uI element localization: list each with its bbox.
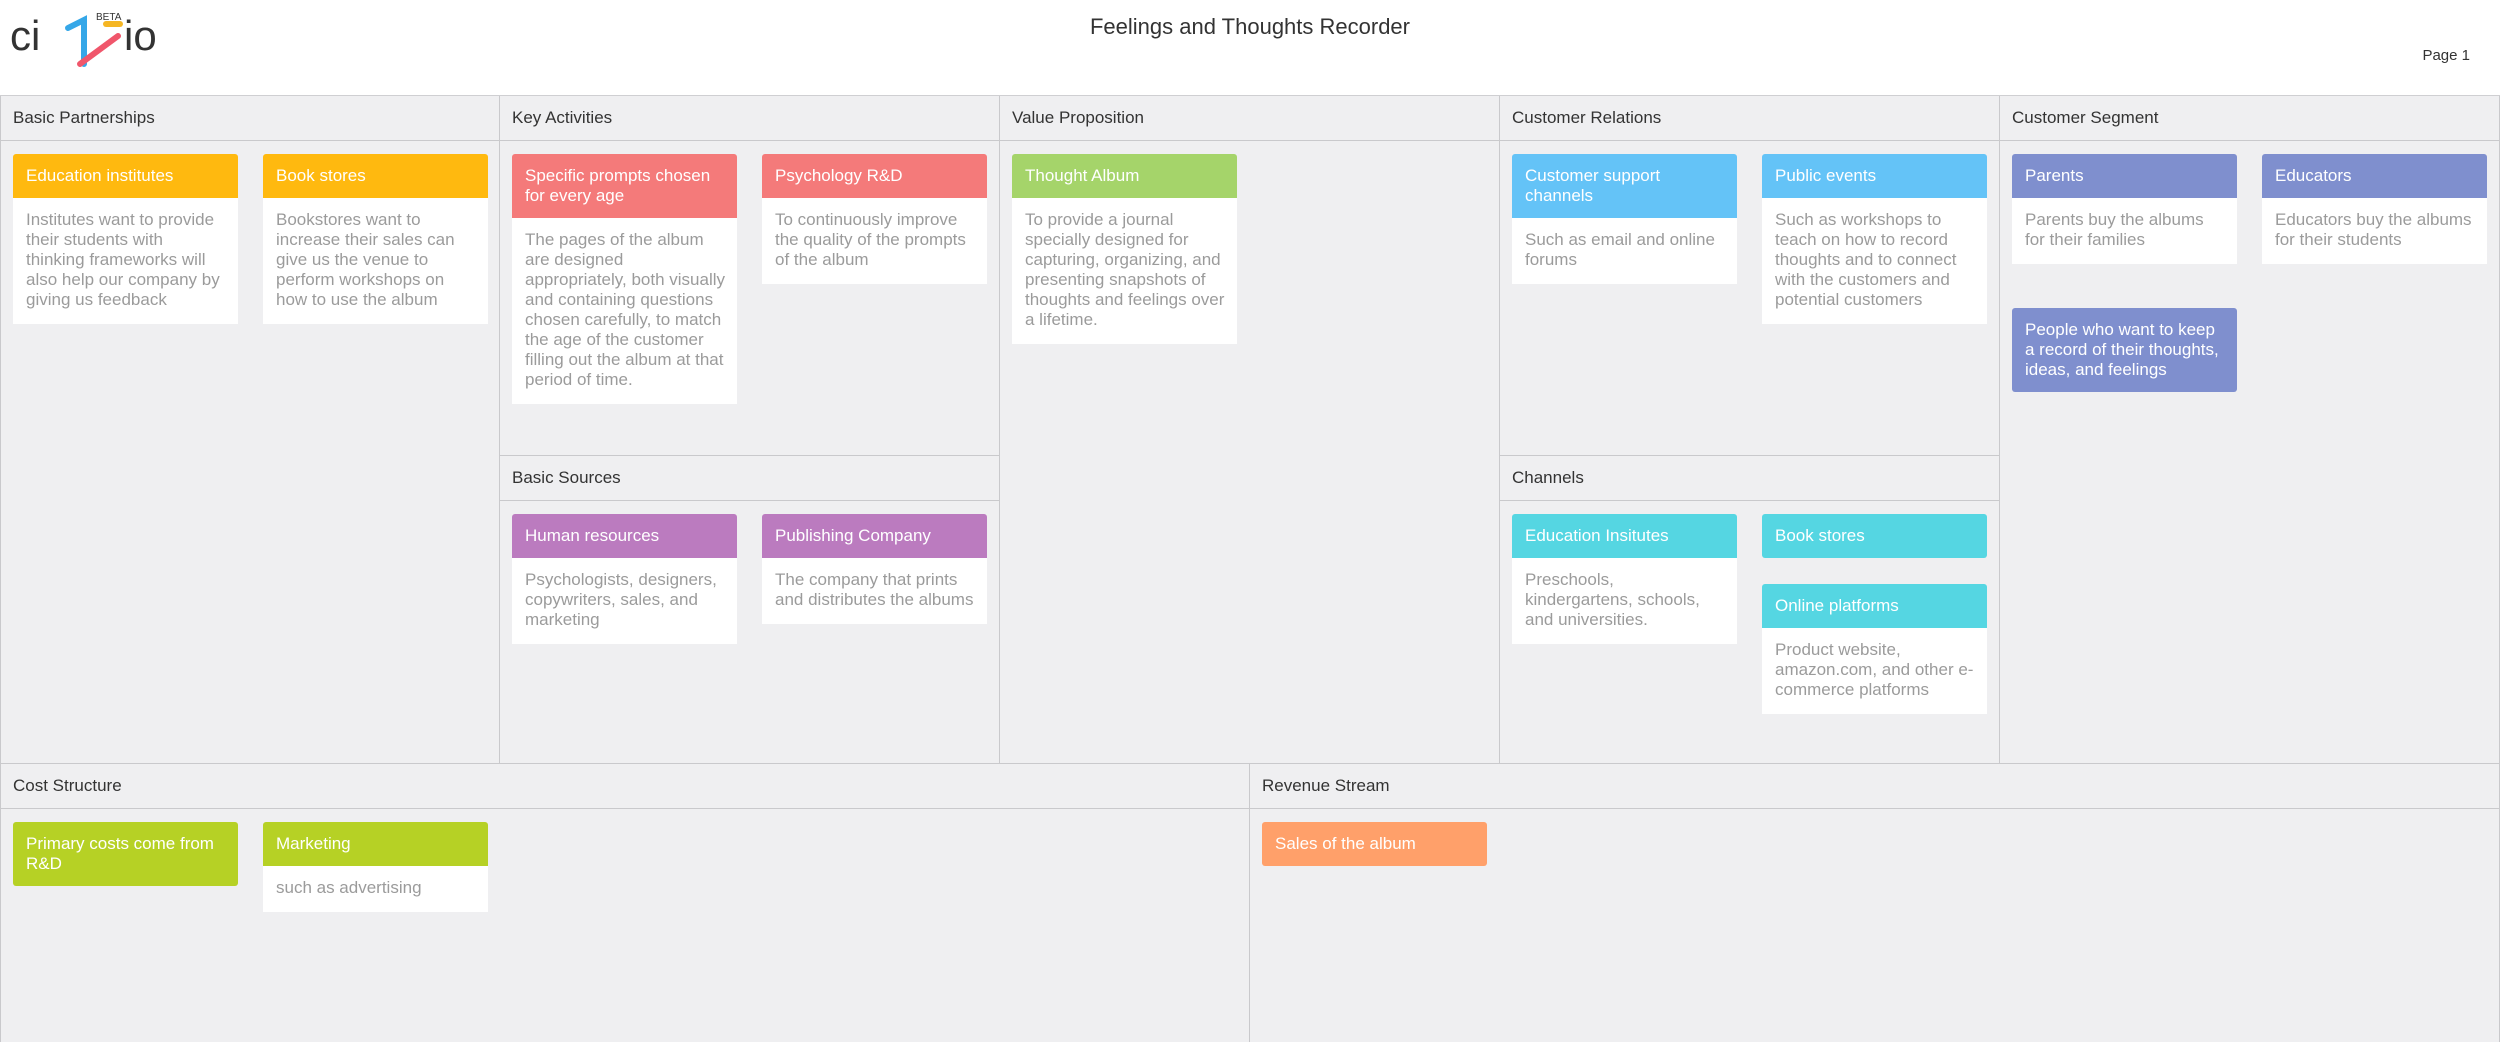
note-education-insitutes[interactable]: Education Insitutes Preschools, kinderga… — [1512, 514, 1737, 644]
section-customer-segment: Customer Segment Parents Parents buy the… — [2000, 96, 2500, 764]
note-publishing-company[interactable]: Publishing Company The company that prin… — [762, 514, 987, 624]
note-title: Customer support channels — [1512, 154, 1737, 218]
note-primary-costs[interactable]: Primary costs come from R&D — [13, 822, 238, 886]
section-basic-sources: Basic Sources Human resources Psychologi… — [500, 456, 1000, 764]
note-marketing[interactable]: Marketing such as advertising — [263, 822, 488, 912]
note-human-resources[interactable]: Human resources Psychologists, designers… — [512, 514, 737, 644]
note-body: Institutes want to provide their student… — [13, 198, 238, 324]
section-value-proposition: Value Proposition Thought Album To provi… — [1000, 96, 1500, 764]
note-title: Educators — [2262, 154, 2487, 198]
note-educators[interactable]: Educators Educators buy the albums for t… — [2262, 154, 2487, 264]
note-body: Parents buy the albums for their familie… — [2012, 198, 2237, 264]
note-body: Such as email and online forums — [1512, 218, 1737, 284]
svg-text:ci: ci — [10, 12, 40, 59]
cizio-logo-icon: ci io BETA — [10, 12, 157, 67]
note-title: Book stores — [263, 154, 488, 198]
note-body: such as advertising — [263, 866, 488, 912]
note-record-keepers[interactable]: People who want to keep a record of thei… — [2012, 308, 2237, 392]
note-thought-album[interactable]: Thought Album To provide a journal speci… — [1012, 154, 1237, 344]
note-title: Public events — [1762, 154, 1987, 198]
svg-text:io: io — [124, 12, 157, 59]
note-body: Psychologists, designers, copywriters, s… — [512, 558, 737, 644]
section-cost-structure: Cost Structure Primary costs come from R… — [0, 764, 1250, 1042]
note-title: Online platforms — [1762, 584, 1987, 628]
note-title: Human resources — [512, 514, 737, 558]
section-key-activities: Key Activities Specific prompts chosen f… — [500, 96, 1000, 456]
section-title: Cost Structure — [1, 764, 1249, 809]
note-channel-book-stores[interactable]: Book stores — [1762, 514, 1987, 558]
app-logo[interactable]: ci io BETA — [10, 6, 190, 76]
note-body: Such as workshops to teach on how to rec… — [1762, 198, 1987, 324]
note-title: Specific prompts chosen for every age — [512, 154, 737, 218]
note-title: Primary costs come from R&D — [13, 822, 238, 886]
section-title: Value Proposition — [1000, 96, 1499, 141]
note-body: The company that prints and distributes … — [762, 558, 987, 624]
note-body: Educators buy the albums for their stude… — [2262, 198, 2487, 264]
section-title: Customer Segment — [2000, 96, 2499, 141]
section-customer-relations: Customer Relations Customer support chan… — [1500, 96, 2000, 456]
note-parents[interactable]: Parents Parents buy the albums for their… — [2012, 154, 2237, 264]
note-title: Education Insitutes — [1512, 514, 1737, 558]
note-title: Book stores — [1762, 514, 1987, 558]
note-book-stores[interactable]: Book stores Bookstores want to increase … — [263, 154, 488, 324]
note-title: Marketing — [263, 822, 488, 866]
document-title: Feelings and Thoughts Recorder — [1089, 14, 1410, 39]
note-title: People who want to keep a record of thei… — [2012, 308, 2237, 392]
note-body: To continuously improve the quality of t… — [762, 198, 987, 284]
section-title: Basic Partnerships — [1, 96, 499, 141]
note-body: The pages of the album are designed appr… — [512, 218, 737, 404]
page-indicator: Page 1 — [2422, 47, 2470, 64]
note-body: Bookstores want to increase their sales … — [263, 198, 488, 324]
section-revenue-stream: Revenue Stream Sales of the album — [1250, 764, 2500, 1042]
note-body: Preschools, kindergartens, schools, and … — [1512, 558, 1737, 644]
note-title: Thought Album — [1012, 154, 1237, 198]
note-title: Parents — [2012, 154, 2237, 198]
section-title: Channels — [1500, 456, 1999, 501]
section-title: Revenue Stream — [1250, 764, 2499, 809]
section-title: Key Activities — [500, 96, 999, 141]
note-psychology-rd[interactable]: Psychology R&D To continuously improve t… — [762, 154, 987, 284]
note-specific-prompts[interactable]: Specific prompts chosen for every age Th… — [512, 154, 737, 404]
note-title: Education institutes — [13, 154, 238, 198]
note-online-platforms[interactable]: Online platforms Product website, amazon… — [1762, 584, 1987, 714]
section-basic-partnerships: Basic Partnerships Education institutes … — [0, 96, 500, 764]
note-customer-support[interactable]: Customer support channels Such as email … — [1512, 154, 1737, 284]
note-title: Publishing Company — [762, 514, 987, 558]
note-title: Sales of the album — [1262, 822, 1487, 866]
note-sales-of-album[interactable]: Sales of the album — [1262, 822, 1487, 866]
note-body: To provide a journal specially designed … — [1012, 198, 1237, 344]
section-title: Basic Sources — [500, 456, 999, 501]
note-education-institutes[interactable]: Education institutes Institutes want to … — [13, 154, 238, 324]
section-title: Customer Relations — [1500, 96, 1999, 141]
svg-text:BETA: BETA — [96, 12, 122, 23]
section-channels: Channels Education Insitutes Preschools,… — [1500, 456, 2000, 764]
note-public-events[interactable]: Public events Such as workshops to teach… — [1762, 154, 1987, 324]
canvas-board: Basic Partnerships Education institutes … — [0, 95, 2500, 1042]
note-body: Product website, amazon.com, and other e… — [1762, 628, 1987, 714]
note-title: Psychology R&D — [762, 154, 987, 198]
